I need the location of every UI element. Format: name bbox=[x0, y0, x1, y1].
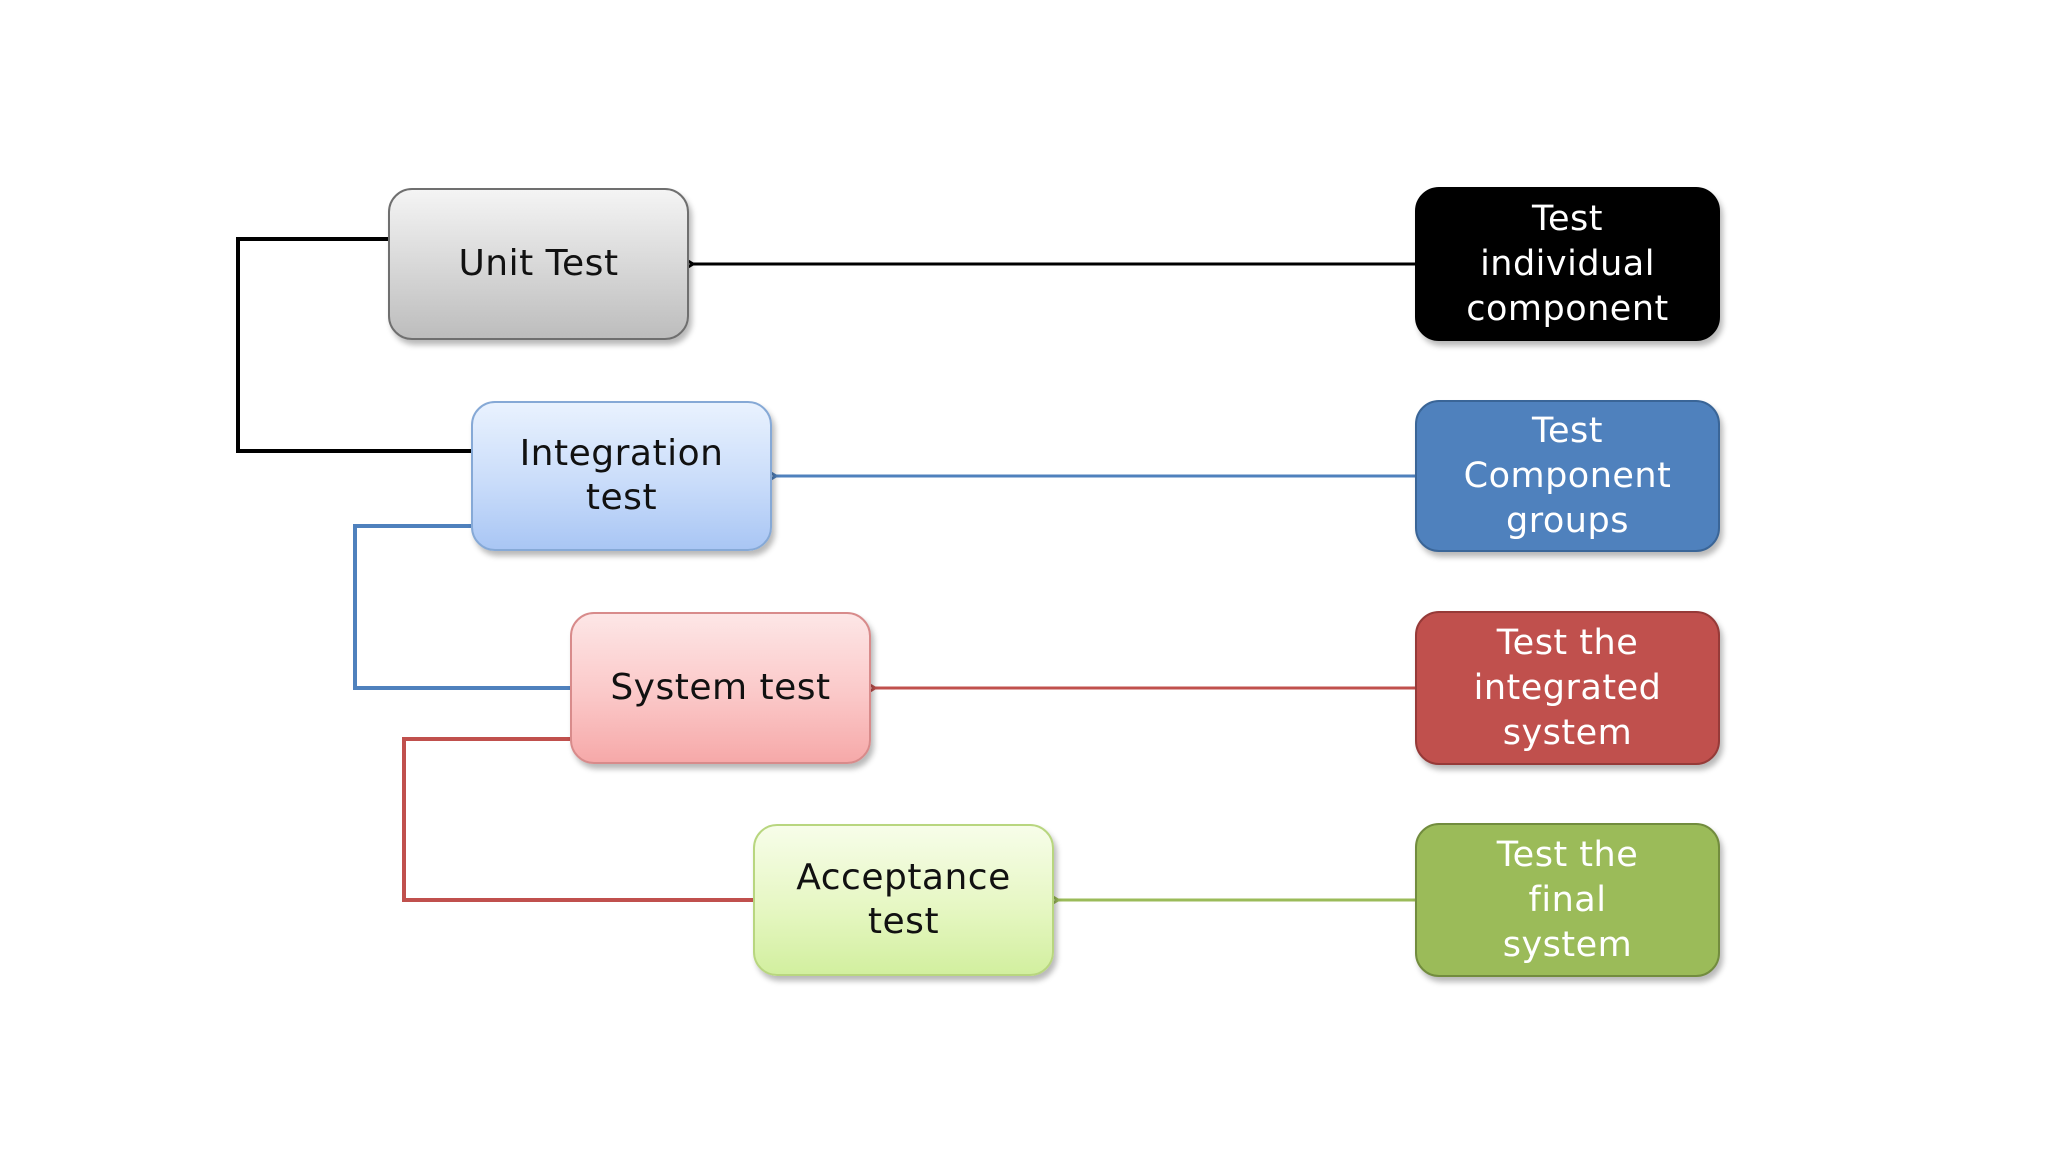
integration-test-box: Integration test bbox=[471, 401, 772, 551]
connector-integration-to-system bbox=[353, 524, 570, 690]
unit-test-box: Unit Test bbox=[388, 188, 689, 340]
acceptance-test-box: Acceptance test bbox=[753, 824, 1054, 976]
desc-final-system-box: Test the final system bbox=[1415, 823, 1720, 977]
desc-component-groups-box: Test Component groups bbox=[1415, 400, 1720, 552]
desc-integrated-system-box: Test the integrated system bbox=[1415, 611, 1720, 765]
connector-system-to-acceptance bbox=[402, 737, 753, 902]
desc-individual-component-box: Test individual component bbox=[1415, 187, 1720, 341]
system-test-box: System test bbox=[570, 612, 871, 764]
connector-unit-to-integration bbox=[236, 237, 471, 453]
